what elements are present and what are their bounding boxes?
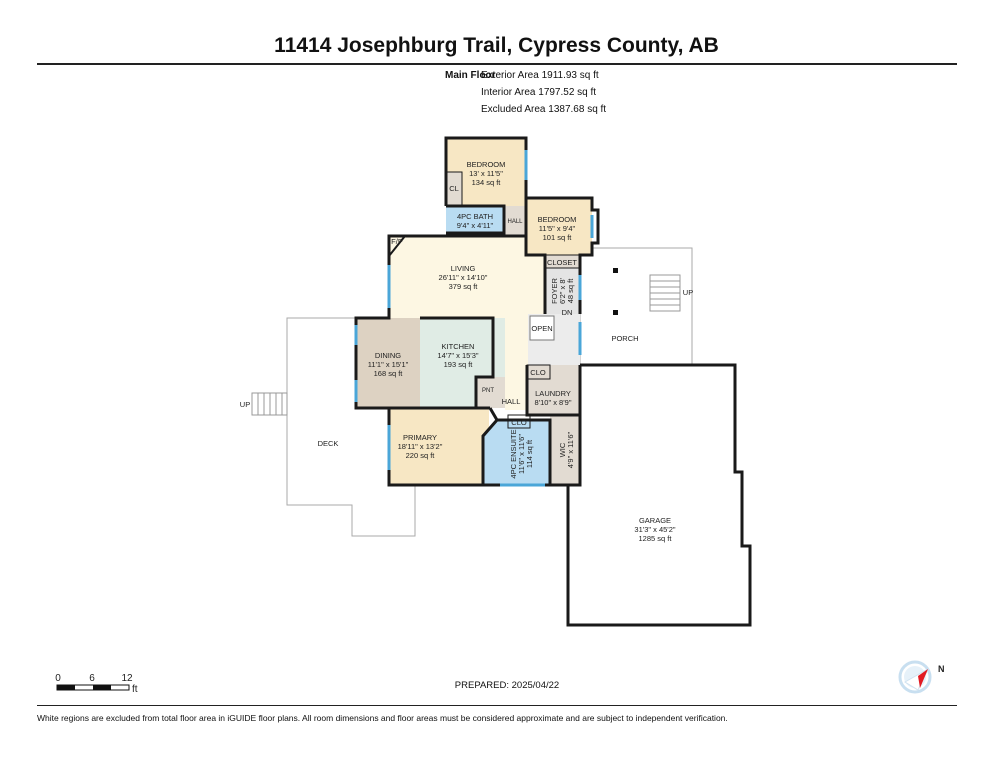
porch-outline — [579, 247, 693, 366]
bath-dims: 9'4" x 4'11" — [457, 221, 494, 230]
kitchen-dims: 14'7" x 15'3" — [437, 351, 478, 360]
primary-dims: 18'11" x 13'2" — [398, 442, 443, 451]
porch-post — [613, 310, 618, 315]
prepared-date: PREPARED: 2025/04/22 — [454, 680, 560, 691]
closet — [545, 255, 580, 268]
primary-bedroom — [389, 408, 489, 485]
bedroom-1-name: BEDROOM — [467, 160, 506, 169]
page-title: 11414 Josephburg Trail, Cypress County, … — [274, 34, 719, 57]
deck-label: DECK — [318, 439, 339, 448]
bath-name: 4PC BATH — [457, 212, 493, 221]
windows — [354, 150, 594, 487]
pantry-label: PNT — [482, 388, 494, 394]
compass-icon: N — [898, 660, 945, 694]
ensuite — [483, 420, 550, 485]
wic-dims: 4'9" x 11'6" — [566, 431, 575, 468]
porch-post — [613, 268, 618, 273]
living-name: LIVING — [451, 264, 476, 273]
dining-dims: 11'1" x 15'1" — [368, 360, 409, 369]
fireplace-label: F/P — [391, 237, 403, 246]
bedroom-2-dims: 11'5" x 9'4" — [539, 224, 576, 233]
open-box — [529, 315, 555, 341]
exterior-area: Exterior Area 1911.93 sq ft — [481, 70, 599, 81]
porch-up-label: UP — [683, 288, 693, 297]
living-area: 379 sq ft — [449, 282, 479, 291]
footer-divider — [37, 705, 957, 706]
ensuite-clo-label: CLO — [511, 418, 527, 427]
foyer — [545, 268, 580, 314]
ensuite-dims: 11'6" x 11'6" — [517, 434, 526, 474]
closet-label: CLOSET — [547, 258, 577, 267]
pantry — [476, 377, 505, 408]
garage-name: GARAGE — [639, 516, 671, 525]
foyer-dims: 6'2" x 8' — [558, 277, 567, 304]
cl-closet — [446, 172, 462, 205]
bath — [446, 206, 504, 233]
interior-lines — [446, 171, 581, 429]
living-dims: 26'11" x 14'10" — [439, 273, 488, 282]
ensuite-area: 114 sq ft — [525, 439, 534, 468]
scale-unit: ft — [132, 684, 138, 695]
foyer-name: FOYER — [550, 278, 559, 304]
deck-up-label: UP — [240, 400, 250, 409]
hall-label: HALL — [502, 397, 521, 406]
scale-label-6: 6 — [89, 673, 95, 684]
foyer-area: 48 sq ft — [566, 278, 575, 304]
bedroom-2 — [526, 198, 592, 255]
dining-area: 168 sq ft — [374, 369, 404, 378]
bedroom-2-name: BEDROOM — [538, 215, 577, 224]
dining — [356, 318, 420, 408]
garage-area: 1285 sq ft — [639, 534, 673, 543]
interior-area: Interior Area 1797.52 sq ft — [481, 87, 597, 98]
deck-stairs — [251, 392, 288, 416]
excluded-area: Excluded Area 1387.68 sq ft — [481, 104, 607, 115]
compass-north-label: N — [938, 664, 945, 674]
footnote: White regions are excluded from total fl… — [37, 713, 728, 723]
scale-label-12: 12 — [121, 673, 133, 684]
ensuite-name: 4PC ENSUITE — [509, 429, 518, 478]
porch-label: PORCH — [611, 334, 638, 343]
wic — [550, 415, 580, 485]
garage-dims: 31'3" x 45'2" — [634, 525, 675, 534]
laundry — [527, 365, 580, 415]
laundry-name: LAUNDRY — [535, 389, 571, 398]
dining-name: DINING — [375, 351, 401, 360]
bedroom-1-area: 134 sq ft — [472, 178, 502, 187]
garage — [566, 363, 752, 627]
kitchen-name: KITCHEN — [442, 342, 475, 351]
floor-label: Main Floor — [445, 70, 496, 81]
kitchen-area: 193 sq ft — [444, 360, 474, 369]
bedroom-1-dims: 13' x 11'5" — [469, 169, 503, 178]
open-label: OPEN — [531, 324, 552, 333]
hall-top — [504, 206, 526, 236]
scale-bar: 0 6 12 ft — [55, 673, 138, 695]
wic-name: WIC — [558, 442, 567, 457]
bedroom-2-area: 101 sq ft — [543, 233, 573, 242]
cl-label: CL — [449, 184, 459, 193]
laundry-clo-label: CLO — [530, 368, 546, 377]
title-divider — [37, 63, 957, 65]
hall-top-label: HALL — [507, 219, 523, 225]
primary-area: 220 sq ft — [406, 451, 436, 460]
laundry-dims: 8'10" x 8'9" — [535, 398, 572, 407]
living-room — [389, 236, 545, 410]
scale-label-0: 0 — [55, 673, 61, 684]
primary-name: PRIMARY — [403, 433, 437, 442]
porch-stairs — [649, 274, 681, 312]
down-label: DN — [562, 308, 573, 317]
